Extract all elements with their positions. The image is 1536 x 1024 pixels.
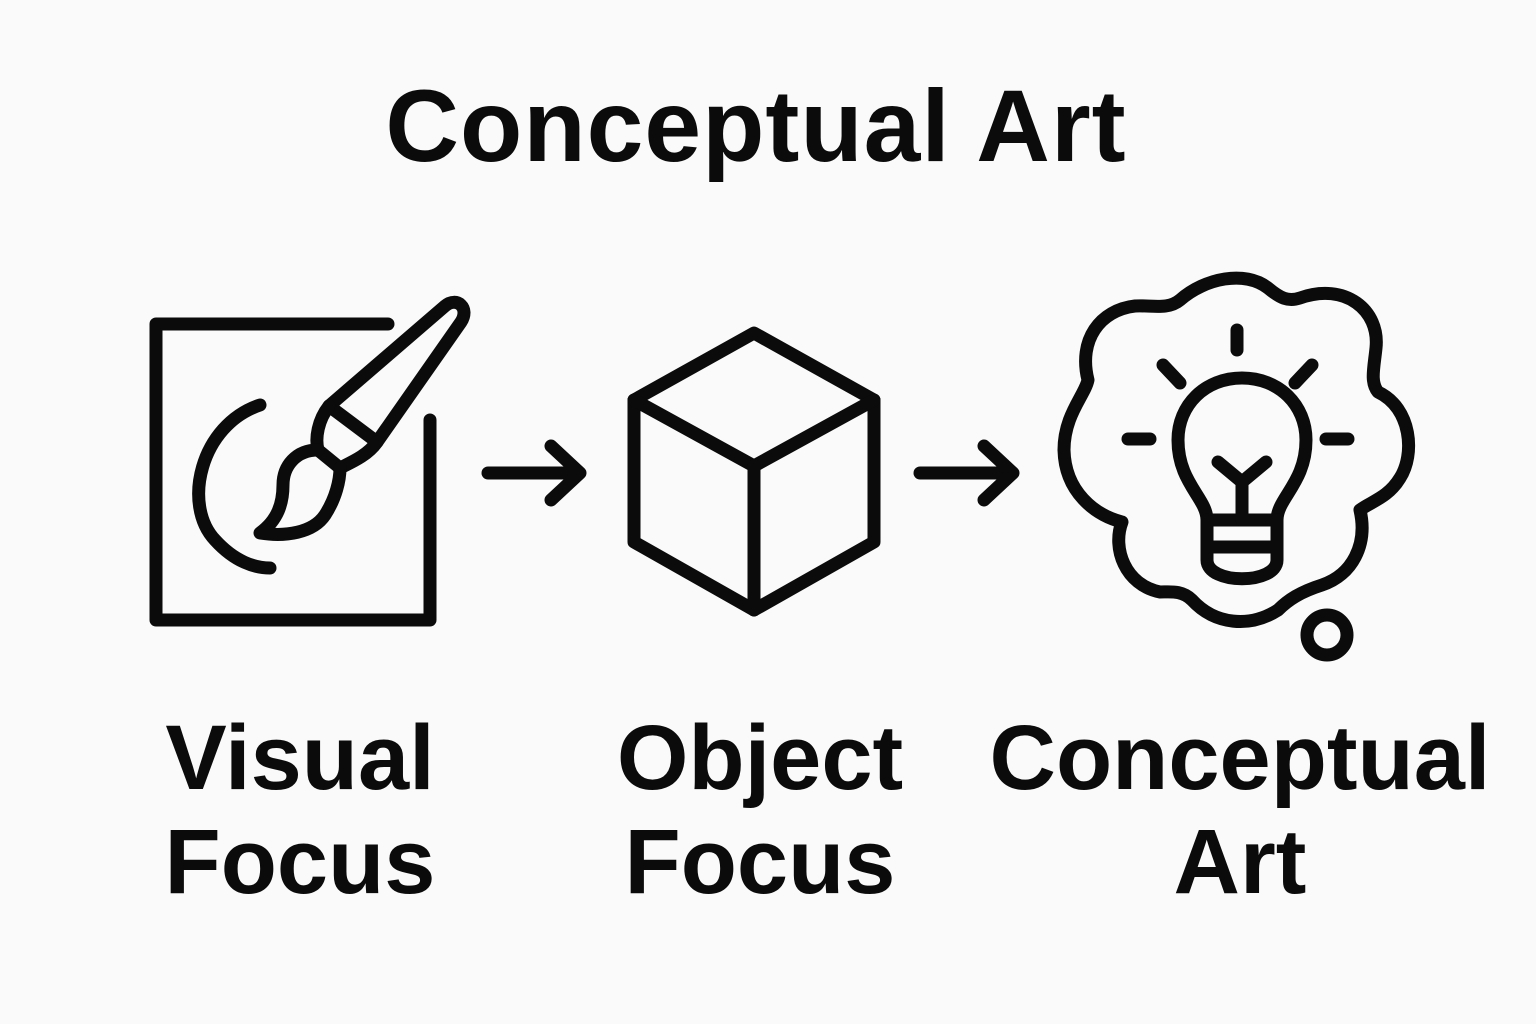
stage-label-line: Visual (165, 707, 435, 809)
cube-icon (627, 326, 881, 617)
stage-label-line: Focus (624, 811, 896, 913)
thought-bubble-lightbulb-icon (1057, 271, 1416, 662)
arrow-right-icon (913, 439, 1020, 507)
canvas-frame (149, 317, 437, 627)
light-ray (1156, 358, 1187, 390)
stage-label-line: Focus (164, 811, 436, 913)
diagram-title: Conceptual Art (385, 69, 1127, 183)
stage-label-line: Art (1173, 811, 1307, 913)
light-ray (1288, 358, 1319, 390)
brush-handle (322, 295, 471, 449)
stage-label-line: Conceptual (989, 707, 1491, 809)
stage-label-object-focus: Object Focus (560, 706, 960, 914)
brush-tip (253, 443, 347, 541)
thought-bubble (1057, 271, 1416, 628)
brush-ferrule (310, 399, 384, 475)
canvas-paintbrush-icon (149, 295, 471, 627)
arrow-right-icon (481, 439, 587, 507)
paint-swirl (192, 398, 277, 575)
bulb-glass (1171, 371, 1313, 527)
stage-label-conceptual-art: Conceptual Art (975, 706, 1505, 914)
stage-label-line: Object (616, 707, 904, 809)
stage-label-visual-focus: Visual Focus (120, 706, 480, 914)
bulb-base (1200, 513, 1284, 586)
thought-bubble-dot (1300, 608, 1354, 662)
